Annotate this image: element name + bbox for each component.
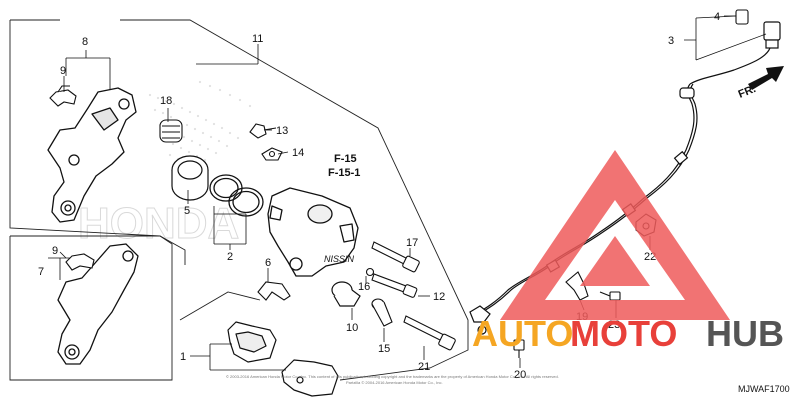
callout-4: 4 — [714, 11, 720, 23]
bushing-part15 — [371, 298, 393, 327]
callout-6: 6 — [265, 257, 271, 269]
callout-2: 2 — [227, 251, 233, 263]
callout-17: 17 — [406, 237, 418, 249]
callout-9-top: 9 — [60, 65, 66, 77]
callout-20: 20 — [514, 369, 526, 381]
boot-part18 — [159, 119, 183, 143]
piston-seals-part2 — [209, 174, 264, 217]
bleed-cap-part14 — [261, 147, 283, 161]
callout-14: 14 — [292, 147, 304, 159]
front-direction-arrow — [748, 66, 784, 90]
watermark-text: AUTO MOTO HUB — [472, 313, 784, 354]
watermark-text-moto: MOTO — [570, 313, 677, 354]
retainer-clip-part9a — [49, 85, 77, 107]
pin-bolt-part17 — [371, 241, 420, 273]
callout-18: 18 — [160, 95, 172, 107]
watermark-text-auto: AUTO — [472, 313, 573, 354]
callout-9-bottom: 9 — [52, 245, 58, 257]
caliper-bracket-part7 — [57, 243, 139, 365]
callout-16: 16 — [358, 281, 370, 293]
ref-f15-1: F-15-1 — [328, 167, 360, 179]
callout-23: 23 — [608, 319, 620, 331]
callout-15: 15 — [378, 343, 390, 355]
caliper-body-part11 — [267, 187, 359, 277]
callout-10: 10 — [346, 322, 358, 334]
pad-spring-part6 — [257, 281, 291, 301]
callout-21: 21 — [418, 361, 430, 373]
caliper-logo-text: NISSIN — [324, 254, 355, 264]
leader-lines — [48, 15, 767, 371]
pin-bolt-part12 — [371, 273, 418, 298]
retainer-clip-part9b — [65, 253, 95, 271]
honda-wing-logo: HONDA — [78, 80, 252, 249]
honda-logo-text: HONDA — [78, 199, 239, 248]
callout-13: 13 — [276, 125, 288, 137]
ref-f15: F-15 — [334, 153, 357, 165]
copyright-line-2: Partzilla © 2004-2016 American Honda Mot… — [346, 380, 443, 385]
sensor-stay-part19 — [565, 271, 589, 301]
callout-7: 7 — [38, 266, 44, 278]
watermark-text-hub: HUB — [706, 313, 784, 354]
bleed-screw-part13 — [249, 123, 277, 139]
watermark-triangle — [500, 150, 730, 320]
callout-11: 11 — [252, 33, 263, 45]
piston-part5 — [171, 155, 209, 201]
washer-part16 — [365, 267, 375, 277]
sensor-connector-part4 — [735, 9, 749, 25]
bolt-part23 — [599, 291, 621, 301]
caliper-bracket-part8 — [47, 87, 137, 223]
callout-12: 12 — [433, 291, 445, 303]
watermark-logo — [500, 150, 730, 320]
callout-8: 8 — [82, 36, 88, 48]
boot-part10 — [331, 281, 361, 307]
bolt-part21 — [403, 315, 456, 351]
copyright-line-1: © 2003-2016 American Honda Motor Co., In… — [226, 374, 559, 379]
bolt-part20 — [513, 339, 525, 358]
callout-1: 1 — [180, 351, 186, 363]
diagram-code: MJWAF1700 — [738, 384, 790, 394]
callout-5: 5 — [184, 205, 190, 217]
watermark-inner-triangle — [580, 236, 650, 286]
group-boundaries — [9, 19, 469, 381]
callout-3: 3 — [668, 35, 674, 47]
brake-pads-part1 — [227, 321, 339, 397]
